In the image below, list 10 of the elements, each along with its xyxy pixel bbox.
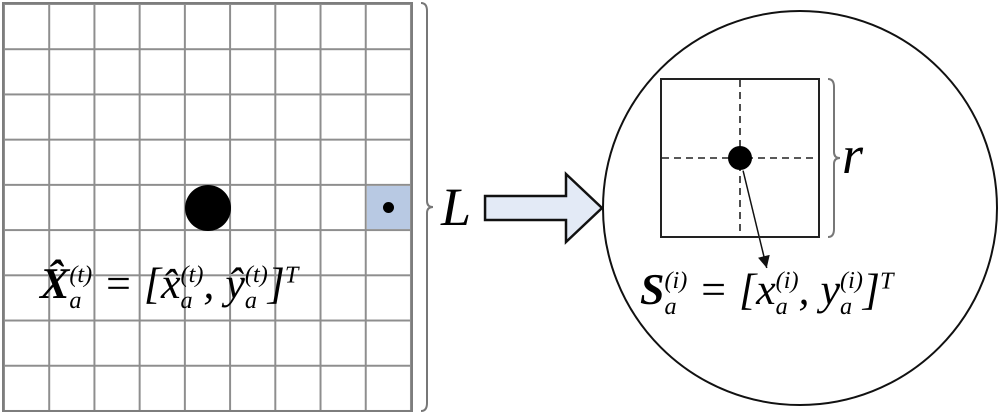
formula: S$_{a}$$^{(i)}$ = [x$_{a}$$^{(i)}$, y$_{a}$$^{(i)}$]$^{T}$ [640,266,894,314]
dimension-label: r [842,128,864,182]
dimension-label: L [441,180,472,234]
square-frame [660,78,820,238]
center-dot [728,146,752,170]
circle-frame [602,10,998,406]
arrow [742,170,770,268]
grid-board [2,2,413,412]
block-arrow [484,171,604,245]
formula: X̂$_{a}$$^{(t)}$ = [x̂$_{a}$$^{(t)}$, ŷ$_{a}$$^{(t)}$]$^{T}$ [40,260,298,308]
